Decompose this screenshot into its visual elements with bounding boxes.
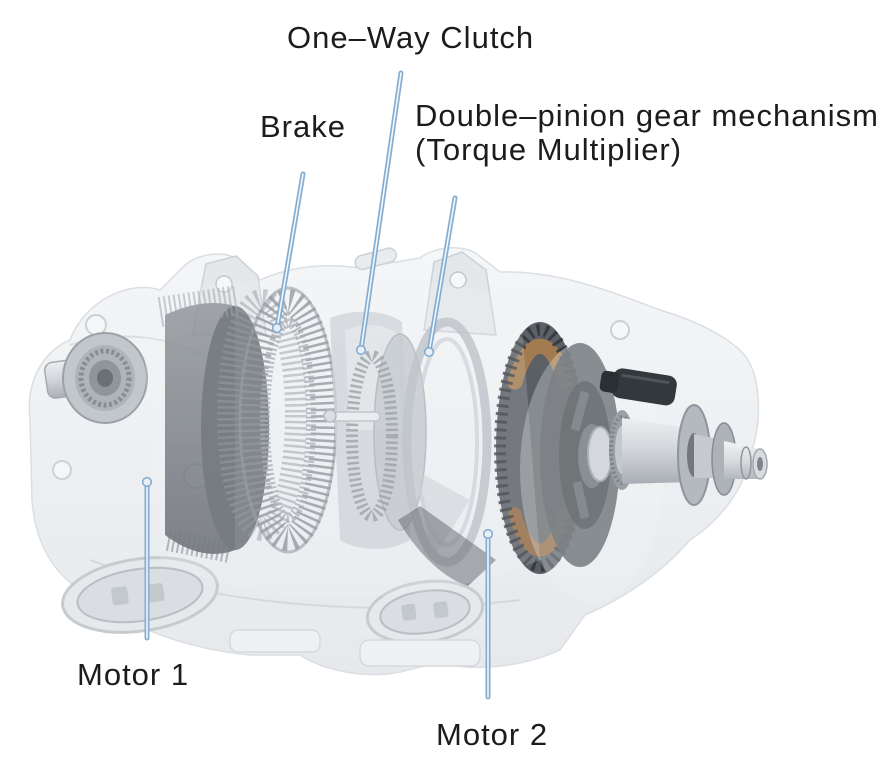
one-way-clutch-drum (330, 311, 427, 549)
connector-pad-center (365, 579, 485, 645)
bolt-hole (85, 314, 107, 336)
motor1-assembly (157, 285, 269, 563)
motor2-assembly (494, 322, 664, 602)
hub-core (97, 369, 113, 387)
leader-dot (271, 322, 283, 334)
label-brake: Brake (260, 109, 346, 144)
shaft-tip-groove (740, 446, 752, 480)
label-one-way-clutch: One–Way Clutch (287, 20, 535, 55)
double-pinion-carrier (323, 317, 496, 586)
label-double-pinion-line1: Double–pinion gear mechanism (415, 98, 879, 133)
output-shaft-assembly (599, 368, 768, 506)
label-motor-1: Motor 1 (77, 657, 190, 692)
leader-dot (482, 528, 494, 540)
motor2-spoke (572, 481, 590, 519)
leader-one-way-clutch (355, 70, 404, 356)
electrical-connector (599, 368, 677, 406)
leader-dot (355, 344, 367, 356)
bottom-foot (229, 629, 321, 653)
connector-pad-left (61, 556, 219, 634)
brake-fin-ring (239, 289, 337, 551)
pinion-pin-head (323, 409, 337, 423)
shaft-tip-center (757, 457, 763, 471)
leader-dot (141, 476, 153, 488)
label-double-pinion-line2: (Torque Multiplier) (415, 132, 683, 167)
leader-dot (423, 346, 435, 358)
hub-spline (78, 348, 132, 408)
motor2-ghost-overlay (520, 338, 664, 602)
leader-lines (141, 70, 494, 700)
brake-fin-ring-rear (217, 289, 307, 541)
carrier-strut-dark (398, 506, 496, 586)
motor1-front-face (201, 306, 269, 550)
shaft-segment (622, 418, 690, 484)
motor1-laminations (157, 285, 241, 327)
leader-motor2 (482, 528, 494, 700)
brake-spline-ring (260, 317, 316, 523)
bottom-connectors (61, 556, 485, 667)
leader-motor1 (141, 476, 153, 641)
bolt-hole (52, 460, 72, 480)
ghost-veil (140, 277, 540, 598)
motor2-spoke (570, 390, 590, 432)
input-hub (44, 332, 148, 424)
leader-double-pinion (423, 195, 458, 358)
bolt-hole (610, 320, 630, 340)
label-motor-2: Motor 2 (436, 717, 549, 752)
bottom-foot (359, 639, 481, 667)
planet-gear-teeth (346, 350, 398, 522)
leader-brake (271, 171, 306, 334)
label-double-pinion-gear-mechanism: Double–pinion gear mechanism (Torque Mul… (415, 99, 879, 167)
bracket-hole (449, 271, 467, 289)
motor1-laminations-lower (165, 529, 233, 563)
